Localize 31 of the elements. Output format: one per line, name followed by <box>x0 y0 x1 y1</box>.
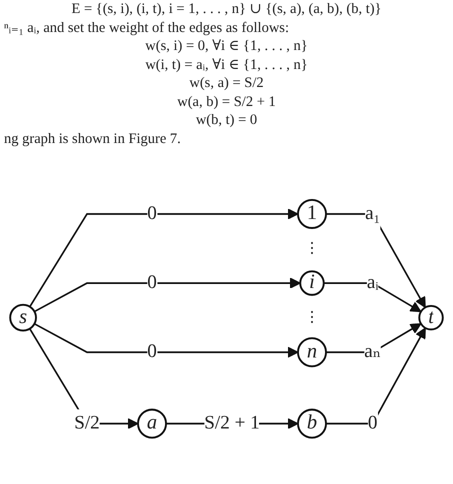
equation: w(s, i) = 0, ∀i ∈ {1, . . . , n} <box>145 38 308 54</box>
arrow <box>34 323 298 358</box>
edge-label: 0 <box>368 413 378 434</box>
arrow <box>34 278 301 313</box>
equation: w(b, t) = 0 <box>196 112 258 128</box>
edge-label: aₙ <box>364 342 382 362</box>
node-circle: b <box>297 409 327 439</box>
arrow <box>326 328 426 425</box>
edge-label: 0 <box>147 204 157 224</box>
node-circle: n <box>297 338 327 368</box>
equation: w(i, t) = aᵢ, ∀i ∈ {1, . . . , n} <box>145 56 308 73</box>
arrow <box>326 214 426 308</box>
node-circle: s <box>9 304 37 332</box>
vertical-ellipsis: ⋮ <box>304 310 320 326</box>
node-circle: a <box>137 409 167 439</box>
node-circle: i <box>299 270 325 296</box>
text-line: ⁿᵢ₌₁ aᵢ, and set the weight of the edges as follows: <box>4 20 289 36</box>
arrow <box>29 208 298 308</box>
edge-label: S/2 <box>74 413 100 434</box>
edge-label: S/2 + 1 <box>204 413 260 434</box>
equation: w(a, b) = S/2 + 1 <box>177 94 276 110</box>
edge-label: 0 <box>147 272 157 294</box>
equation: E = {(s, i), (i, t), i = 1, . . . , n} ∪ {(s, a), (a, b), (b, t)} <box>71 1 382 17</box>
node-circle: 1 <box>297 199 327 230</box>
edge-label: aᵢ <box>366 272 378 294</box>
edge-label: 0 <box>147 342 157 362</box>
vertical-ellipsis: ⋮ <box>304 241 320 256</box>
edge-label: a₁ <box>365 204 380 224</box>
arrow <box>324 282 422 313</box>
text-line: ng graph is shown in Figure 7. <box>4 130 181 147</box>
equation: w(s, a) = S/2 <box>189 75 264 92</box>
